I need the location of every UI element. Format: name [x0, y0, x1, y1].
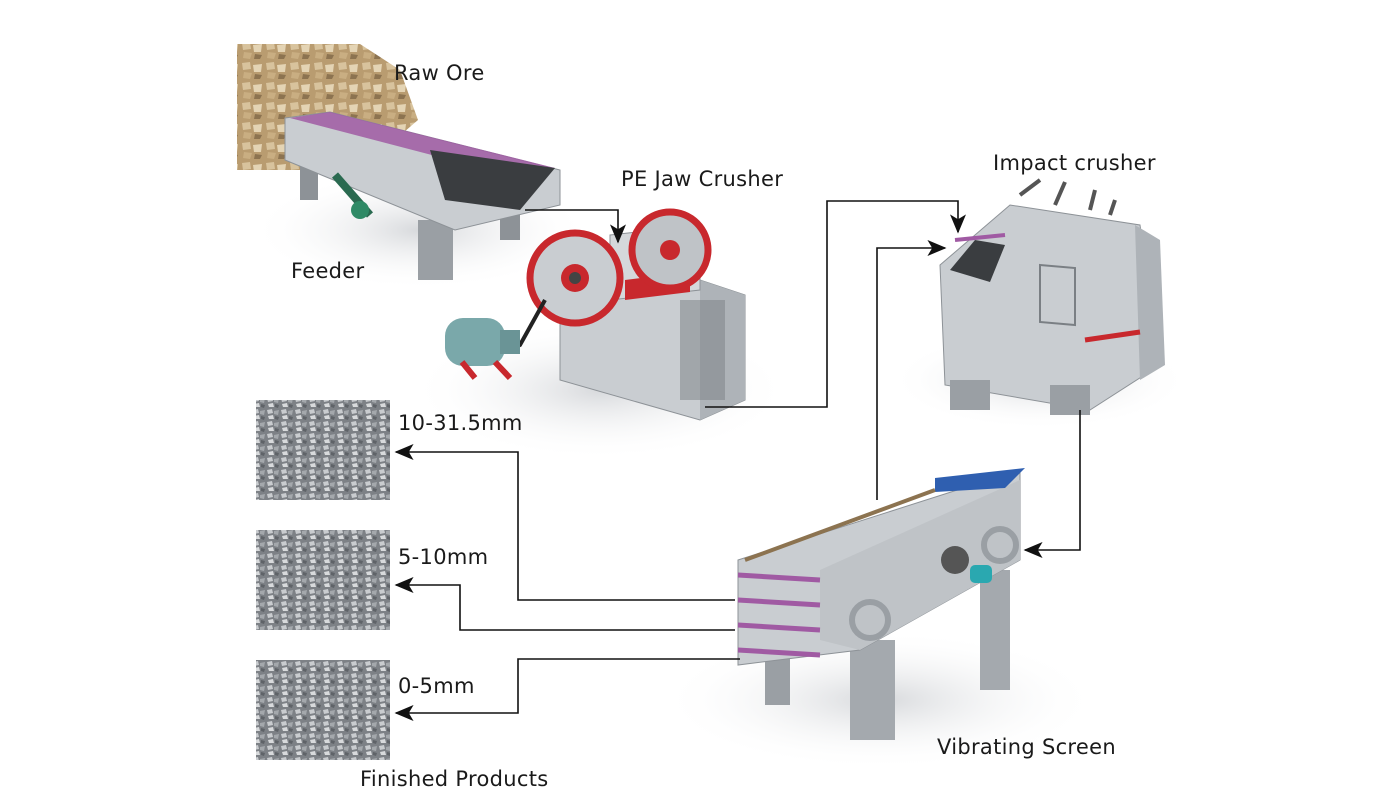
vibrating-screen-label: Vibrating Screen — [937, 735, 1116, 759]
product-sample-medium — [256, 530, 390, 630]
jaw-crusher-machine — [445, 208, 746, 421]
size-medium-label: 5-10mm — [398, 545, 489, 569]
arrow-screen-to-medium — [394, 577, 735, 631]
finished-products-label: Finished Products — [360, 767, 549, 791]
impact-crusher-machine — [939, 178, 1165, 415]
raw-ore-label: Raw Ore — [394, 61, 485, 85]
product-sample-coarse — [256, 400, 390, 500]
arrow-screen-return-to-impact — [876, 240, 947, 500]
size-fine-label: 0-5mm — [398, 674, 475, 698]
product-sample-fine — [256, 660, 390, 760]
arrow-screen-to-coarse — [394, 444, 735, 601]
arrow-jaw-to-impact — [705, 200, 966, 408]
feeder-label: Feeder — [291, 259, 365, 283]
arrow-impact-to-screen — [1023, 410, 1081, 558]
arrow-screen-to-fine — [394, 658, 740, 721]
impact-crusher-label: Impact crusher — [993, 151, 1156, 175]
feeder-machine — [284, 111, 561, 280]
arrow-feeder-to-jaw — [525, 209, 626, 244]
jaw-crusher-label: PE Jaw Crusher — [621, 167, 784, 191]
size-coarse-label: 10-31.5mm — [398, 411, 523, 435]
vibrating-screen-machine — [737, 468, 1025, 740]
